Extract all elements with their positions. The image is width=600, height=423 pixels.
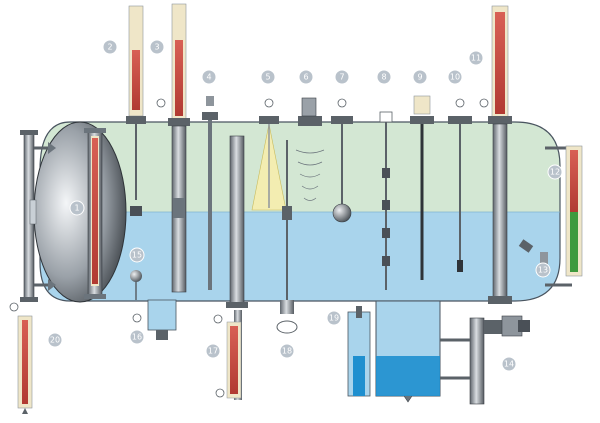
instrument-16: 16 bbox=[129, 299, 177, 345]
callout-12: 12 bbox=[550, 168, 560, 177]
instrument-11: 11 bbox=[468, 5, 512, 304]
callout-1: 1 bbox=[74, 204, 79, 213]
instrument-6: 6 bbox=[295, 69, 325, 201]
instrument-8: 8 bbox=[376, 69, 393, 290]
vessel-shell bbox=[39, 121, 561, 302]
callout-17: 17 bbox=[208, 347, 218, 356]
callout-7: 7 bbox=[339, 73, 344, 82]
callout-6: 6 bbox=[303, 73, 308, 82]
callout-2: 2 bbox=[107, 43, 112, 52]
callout-11: 11 bbox=[471, 54, 481, 63]
callout-4: 4 bbox=[206, 73, 211, 82]
instrument-7: 7 bbox=[331, 69, 353, 223]
callout-14: 14 bbox=[504, 360, 514, 369]
instrument-18: 18 bbox=[276, 140, 298, 359]
callout-18: 18 bbox=[282, 347, 292, 356]
sump-liquid bbox=[376, 356, 440, 396]
instrument-3: 3 bbox=[149, 3, 190, 293]
liquid-space bbox=[40, 212, 560, 301]
callout-15: 15 bbox=[132, 251, 142, 260]
instrument-12: 12 bbox=[545, 145, 583, 287]
callout-16: 16 bbox=[132, 333, 142, 342]
dished-head: 1 bbox=[33, 121, 127, 303]
callout-10: 10 bbox=[450, 73, 460, 82]
instrument-5: 5 bbox=[251, 69, 287, 211]
bypass-gauge-left: 20 bbox=[9, 130, 63, 414]
callout-13: 13 bbox=[538, 266, 548, 275]
instrument-19: 19 bbox=[326, 306, 371, 397]
instrument-2: 2 bbox=[102, 5, 146, 216]
vapor-space bbox=[40, 122, 560, 212]
callout-9: 9 bbox=[417, 73, 422, 82]
callout-5: 5 bbox=[265, 73, 270, 82]
instrument-17: 17 bbox=[205, 135, 248, 400]
callout-20: 20 bbox=[50, 336, 60, 345]
instrument-13: 13 bbox=[518, 239, 551, 278]
instrument-15: 15 bbox=[129, 247, 145, 300]
instrument-4: 4 bbox=[201, 69, 218, 290]
instrument-10: 10 bbox=[447, 69, 472, 272]
callout-8: 8 bbox=[381, 73, 386, 82]
callout-19: 19 bbox=[329, 314, 339, 323]
instrument-14: 14 bbox=[440, 315, 530, 405]
instrument-9: 9 bbox=[410, 69, 434, 280]
callout-3: 3 bbox=[154, 43, 159, 52]
vessel bbox=[39, 121, 561, 403]
